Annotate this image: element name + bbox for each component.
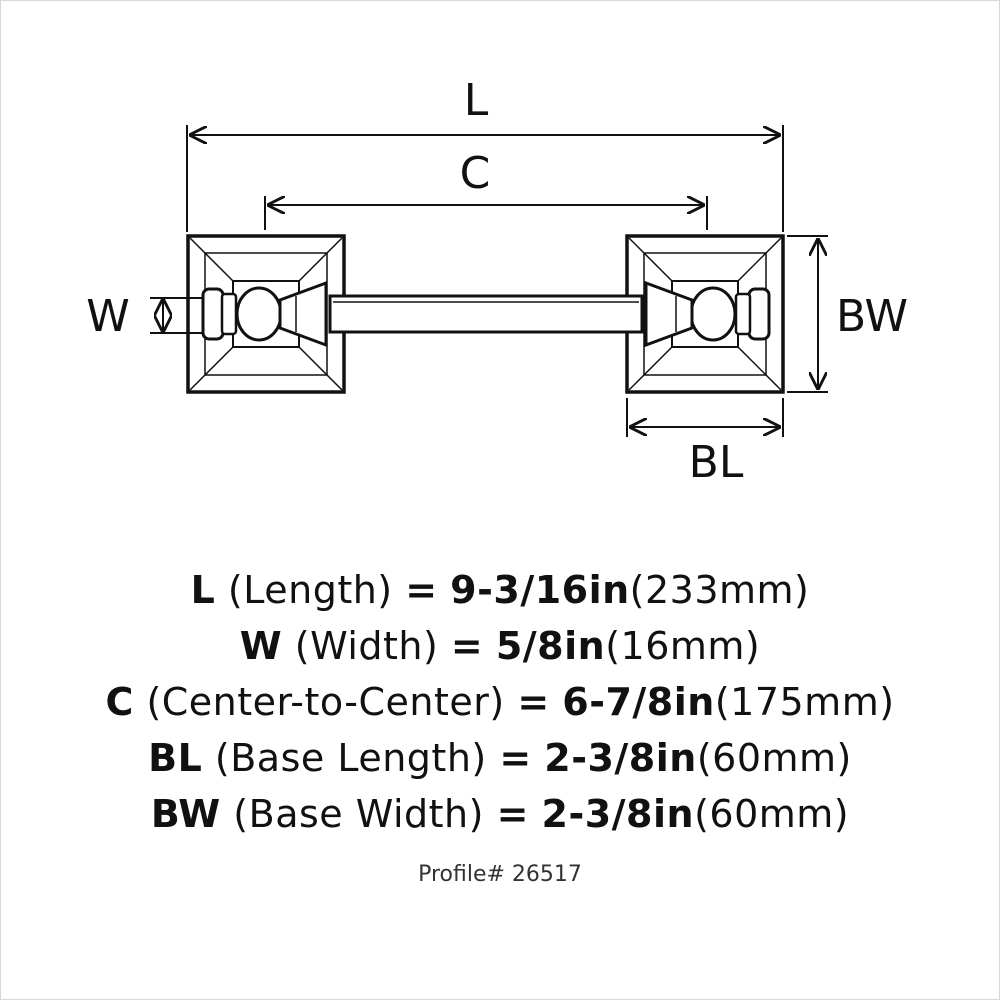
spec-base-length: BL (Base Length) = 2-3/8in(60mm) [0,736,1000,780]
spec-center-value: 6-7/8in [562,680,715,724]
spec-length-metric: (233mm) [629,568,810,612]
spec-center-equals: = [517,680,550,724]
width-dimension: W [86,291,203,342]
base-width-dimension: BW [787,235,908,393]
spec-width-metric: (16mm) [605,624,761,668]
spec-center-name: (Center-to-Center) [146,680,505,724]
spec-base-width-name: (Base Width) [233,792,484,836]
left-post [201,280,328,348]
spec-width-equals: = [450,624,484,668]
pull-dimension-diagram: L C [86,75,908,488]
center-dimension: C [264,148,708,230]
spec-width: W (Width) = 5/8in(16mm) [0,624,1000,668]
right-post [644,280,771,348]
spec-base-width: BW (Base Width) = 2-3/8in(60mm) [0,792,1000,836]
spec-width-value: 5/8in [495,624,606,668]
spec-width-abbr: W [239,624,283,668]
spec-length-name: (Length) [227,568,393,612]
spec-length-abbr: L [190,568,216,612]
spec-center-abbr: C [105,680,134,724]
pull-bar [328,294,644,334]
spec-width-name: (Width) [294,624,439,668]
width-label: W [86,291,130,342]
center-label: C [460,148,491,199]
spec-base-length-metric: (60mm) [696,736,852,780]
spec-length-value: 9-3/16in [450,568,630,612]
base-length-dimension: BL [626,398,784,488]
spec-base-width-abbr: BW [150,792,221,836]
base-width-label: BW [836,291,908,342]
spec-length-equals: = [405,568,438,612]
spec-center: C (Center-to-Center) = 6-7/8in(175mm) [0,680,1000,724]
profile-number: Profile# 26517 [418,862,582,887]
spec-base-length-abbr: BL [148,736,203,780]
spec-length: L (Length) = 9-3/16in(233mm) [0,568,1000,612]
spec-base-length-equals: = [499,736,532,780]
length-label: L [464,75,489,126]
base-length-label: BL [689,437,744,488]
spec-base-width-value: 2-3/8in [541,792,695,836]
spec-base-length-value: 2-3/8in [544,736,697,780]
spec-center-metric: (175mm) [714,680,895,724]
spec-base-length-name: (Base Length) [214,736,487,780]
spec-base-width-equals: = [496,792,529,836]
spec-base-width-metric: (60mm) [694,792,850,836]
length-dimension: L [186,75,784,232]
